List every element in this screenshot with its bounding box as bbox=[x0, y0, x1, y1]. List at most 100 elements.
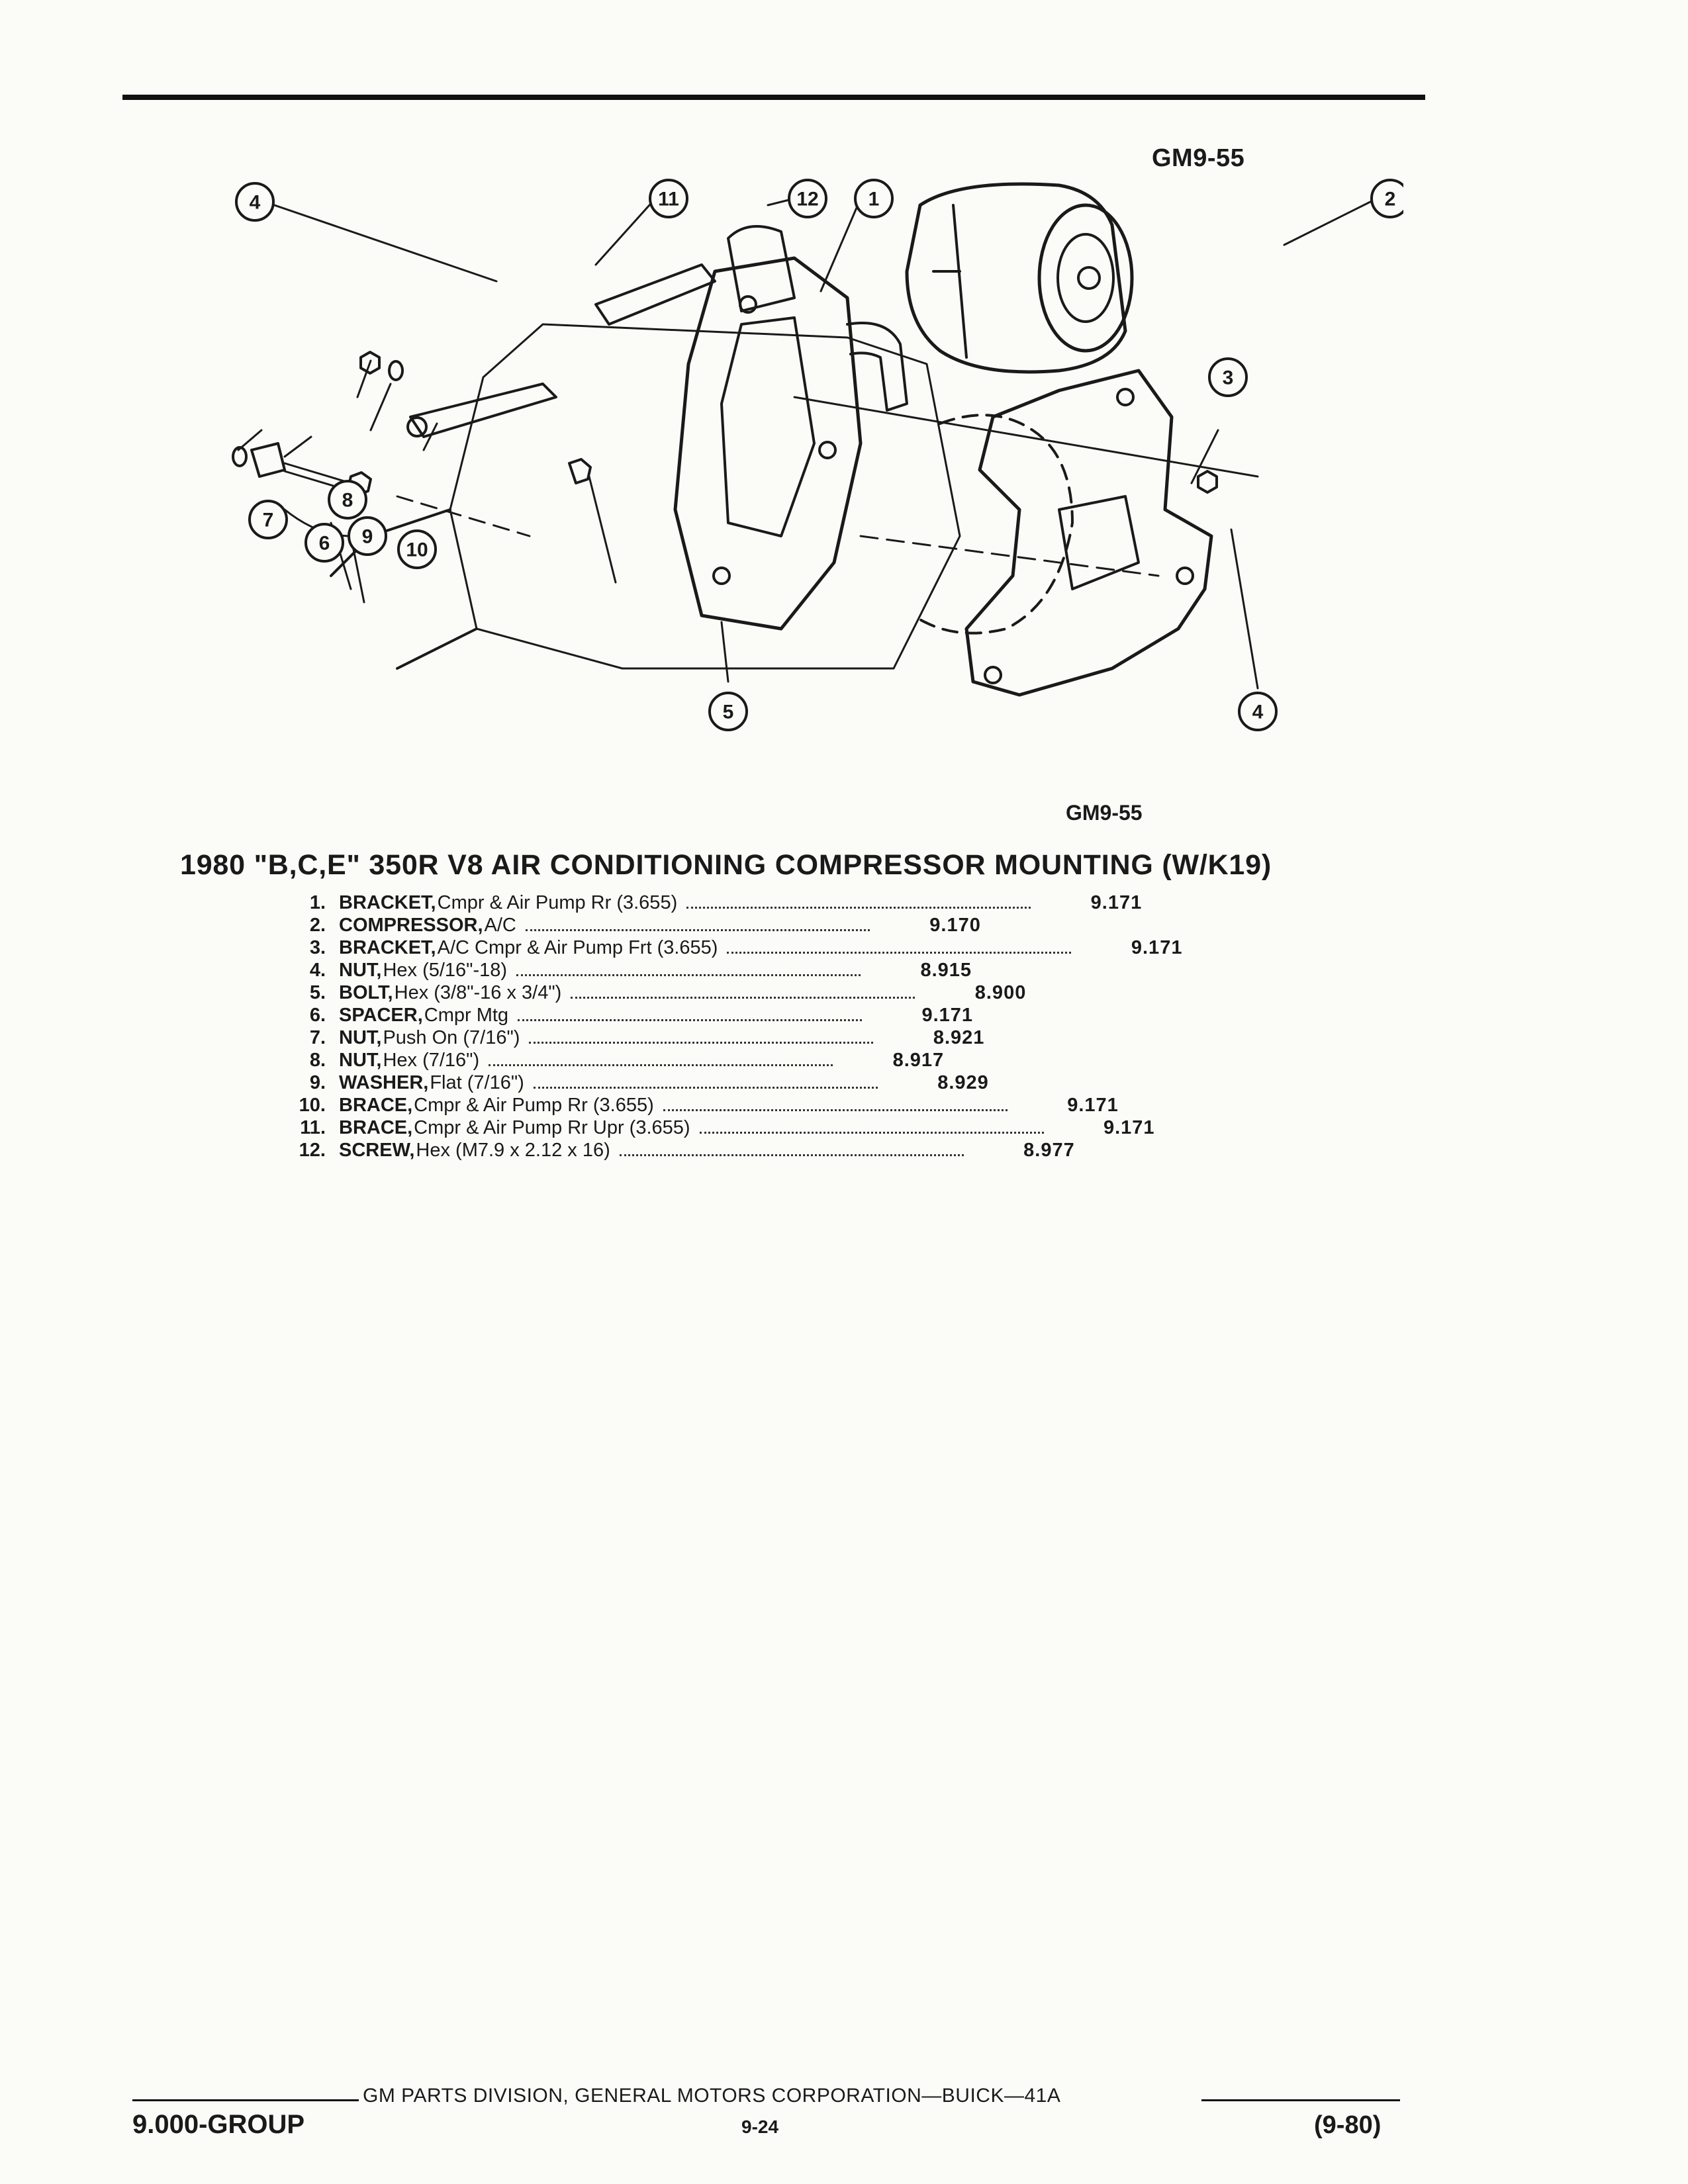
svg-text:11: 11 bbox=[658, 189, 679, 210]
part-number: 6. bbox=[309, 1005, 326, 1026]
svg-text:12: 12 bbox=[796, 189, 818, 210]
part-desc: Cmpr & Air Pump Rr Upr (3.655) bbox=[414, 1117, 690, 1138]
group-ref: 9.170 bbox=[929, 915, 981, 936]
part-row: 10. BRACE, Cmpr & Air Pump Rr (3.655) 9.… bbox=[265, 1095, 1271, 1117]
part-number: 3. bbox=[309, 937, 326, 958]
part-number: 2. bbox=[309, 915, 326, 936]
svg-text:3: 3 bbox=[1223, 367, 1234, 389]
group-ref: 9.171 bbox=[1090, 892, 1143, 913]
dot-leader bbox=[518, 1019, 863, 1021]
part-number: 9. bbox=[309, 1072, 326, 1093]
dot-leader bbox=[663, 1109, 1008, 1111]
part-name: WASHER, bbox=[339, 1072, 429, 1093]
callout-8: 8 bbox=[328, 480, 367, 520]
svg-text:2: 2 bbox=[1385, 189, 1396, 210]
dot-leader bbox=[686, 907, 1031, 909]
part-name: BRACKET, bbox=[339, 937, 436, 958]
callout-7: 7 bbox=[248, 500, 288, 539]
part-row: 4. NUT, Hex (5/16"-18) 8.915 bbox=[265, 960, 1271, 982]
part-number: 1. bbox=[309, 892, 326, 913]
svg-text:5: 5 bbox=[723, 702, 734, 723]
svg-text:4: 4 bbox=[1252, 702, 1264, 723]
page-title: 1980 "B,C,E" 350R V8 AIR CONDITIONING CO… bbox=[180, 849, 1272, 881]
part-name: COMPRESSOR, bbox=[339, 915, 483, 936]
group-ref: 8.977 bbox=[1023, 1140, 1075, 1161]
part-desc: A/C Cmpr & Air Pump Frt (3.655) bbox=[437, 937, 718, 958]
part-number: 4. bbox=[309, 960, 326, 981]
dot-leader bbox=[619, 1154, 964, 1156]
callout-4-top: 4 bbox=[235, 182, 275, 222]
callout-11: 11 bbox=[649, 179, 688, 218]
part-desc: Hex (3/8"-16 x 3/4") bbox=[394, 982, 562, 1003]
group-ref: 8.900 bbox=[974, 982, 1027, 1003]
callout-9: 9 bbox=[348, 516, 387, 556]
group-ref: 8.917 bbox=[892, 1050, 945, 1071]
part-desc: Cmpr & Air Pump Rr (3.655) bbox=[437, 892, 678, 913]
callout-2: 2 bbox=[1370, 179, 1403, 218]
part-desc: Hex (M7.9 x 2.12 x 16) bbox=[416, 1140, 610, 1161]
compressor-mounting-diagram: 4 11 12 1 2 3 8 9 10 7 6 5 4 bbox=[232, 179, 1403, 731]
front-bracket-shape bbox=[964, 369, 1213, 697]
rear-bracket-shape bbox=[673, 256, 863, 631]
callout-12: 12 bbox=[788, 179, 827, 218]
footer-credit: GM PARTS DIVISION, GENERAL MOTORS CORPOR… bbox=[363, 2085, 1061, 2107]
part-desc: Cmpr & Air Pump Rr (3.655) bbox=[414, 1095, 654, 1116]
part-row: 12. SCREW, Hex (M7.9 x 2.12 x 16) 8.977 bbox=[265, 1140, 1271, 1162]
svg-text:6: 6 bbox=[319, 533, 330, 555]
part-name: BOLT, bbox=[339, 982, 393, 1003]
group-ref: 8.929 bbox=[937, 1072, 989, 1093]
dot-leader bbox=[571, 997, 915, 999]
part-number: 12. bbox=[299, 1140, 326, 1161]
part-desc: A/C bbox=[484, 915, 516, 936]
part-name: NUT, bbox=[339, 1050, 382, 1071]
dot-leader bbox=[727, 952, 1072, 954]
part-row: 6. SPACER, Cmpr Mtg 9.171 bbox=[265, 1005, 1271, 1027]
svg-text:9: 9 bbox=[362, 526, 373, 548]
svg-text:1: 1 bbox=[868, 189, 880, 210]
part-desc: Hex (5/16"-18) bbox=[383, 960, 508, 981]
dot-leader bbox=[525, 929, 870, 931]
callout-3: 3 bbox=[1208, 357, 1248, 397]
part-number: 5. bbox=[309, 982, 326, 1003]
figure-code-top: GM9-55 bbox=[1152, 144, 1245, 172]
part-row: 1. BRACKET, Cmpr & Air Pump Rr (3.655) 9… bbox=[265, 892, 1271, 915]
part-name: BRACE, bbox=[339, 1095, 413, 1116]
part-row: 2. COMPRESSOR, A/C 9.170 bbox=[265, 915, 1271, 937]
dot-leader bbox=[533, 1087, 878, 1089]
part-desc: Cmpr Mtg bbox=[424, 1005, 509, 1026]
part-name: SCREW, bbox=[339, 1140, 415, 1161]
footer-group-label: 9.000-GROUP bbox=[132, 2110, 305, 2139]
svg-text:8: 8 bbox=[342, 490, 353, 512]
figure-code-bottom: GM9-55 bbox=[1066, 801, 1143, 825]
revision-date: (9-80) bbox=[1314, 2111, 1382, 2139]
part-desc: Push On (7/16") bbox=[383, 1027, 520, 1048]
group-ref: 9.171 bbox=[921, 1005, 974, 1026]
part-row: 8. NUT, Hex (7/16") 8.917 bbox=[265, 1050, 1271, 1072]
part-number: 10. bbox=[299, 1095, 326, 1116]
group-ref: 9.171 bbox=[1067, 1095, 1119, 1116]
callout-label: 4 bbox=[250, 192, 261, 214]
callout-6: 6 bbox=[305, 523, 344, 563]
dot-leader bbox=[699, 1132, 1044, 1134]
part-number: 11. bbox=[300, 1117, 326, 1138]
callout-10: 10 bbox=[397, 529, 437, 569]
part-row: 11. BRACE, Cmpr & Air Pump Rr Upr (3.655… bbox=[265, 1117, 1271, 1140]
group-ref: 9.171 bbox=[1131, 937, 1183, 958]
part-row: 9. WASHER, Flat (7/16") 8.929 bbox=[265, 1072, 1271, 1095]
top-rule bbox=[122, 95, 1425, 100]
group-ref: 8.921 bbox=[933, 1027, 985, 1048]
part-desc: Hex (7/16") bbox=[383, 1050, 480, 1071]
part-row: 5. BOLT, Hex (3/8"-16 x 3/4") 8.900 bbox=[265, 982, 1271, 1005]
callout-5: 5 bbox=[708, 692, 748, 731]
part-name: BRACKET, bbox=[339, 892, 436, 913]
parts-list: 1. BRACKET, Cmpr & Air Pump Rr (3.655) 9… bbox=[265, 892, 1271, 1162]
footer-rule-left bbox=[132, 2099, 359, 2101]
footer-rule-right bbox=[1201, 2099, 1400, 2101]
svg-text:7: 7 bbox=[263, 510, 274, 531]
part-row: 7. NUT, Push On (7/16") 8.921 bbox=[265, 1027, 1271, 1050]
callout-1: 1 bbox=[854, 179, 894, 218]
part-name: SPACER, bbox=[339, 1005, 423, 1026]
dot-leader bbox=[529, 1042, 874, 1044]
part-name: NUT, bbox=[339, 1027, 382, 1048]
part-name: BRACE, bbox=[339, 1117, 413, 1138]
